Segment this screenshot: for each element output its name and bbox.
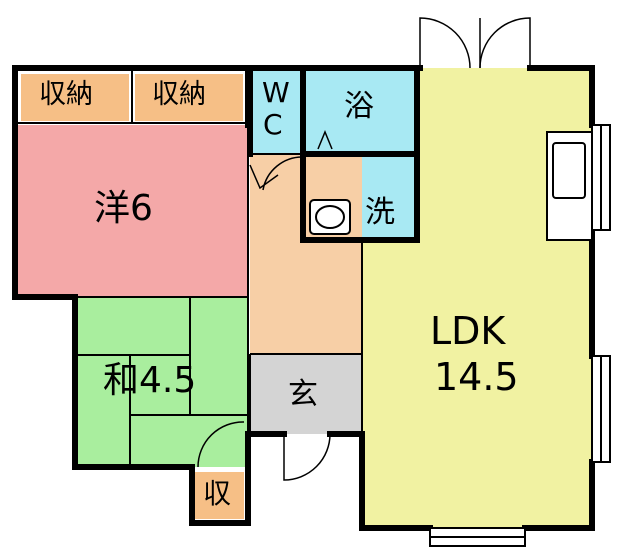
kitchen-counter	[546, 131, 593, 241]
wc-label-top: W	[262, 76, 290, 109]
storage-right-fill	[135, 74, 243, 121]
western-room-fill	[15, 125, 248, 297]
closet-label: 収	[203, 477, 232, 510]
entrance-label: 玄	[288, 377, 318, 412]
wc-label-bottom: C	[263, 108, 283, 141]
storage-right-label: 収納	[152, 79, 206, 110]
bath-fill	[305, 68, 417, 154]
interior-lines	[15, 70, 363, 467]
wash-basin-icon	[309, 199, 351, 235]
washroom-label: 洗	[365, 195, 395, 230]
japanese-room-fill	[75, 297, 248, 467]
japanese-room-label: 和4.5	[103, 360, 197, 401]
storage-left-fill	[21, 74, 129, 121]
western-room-label: 洋6	[94, 188, 153, 229]
closet-fill	[195, 472, 244, 519]
windows	[429, 124, 611, 547]
doors	[197, 17, 531, 481]
ldk-size-label: 14.5	[434, 355, 519, 399]
bath-label: 浴	[344, 89, 374, 124]
ldk-name-label: LDK	[430, 309, 506, 353]
storage-left-label: 収納	[39, 79, 93, 110]
wc-fill	[250, 68, 303, 154]
entrance-fill	[250, 354, 362, 434]
